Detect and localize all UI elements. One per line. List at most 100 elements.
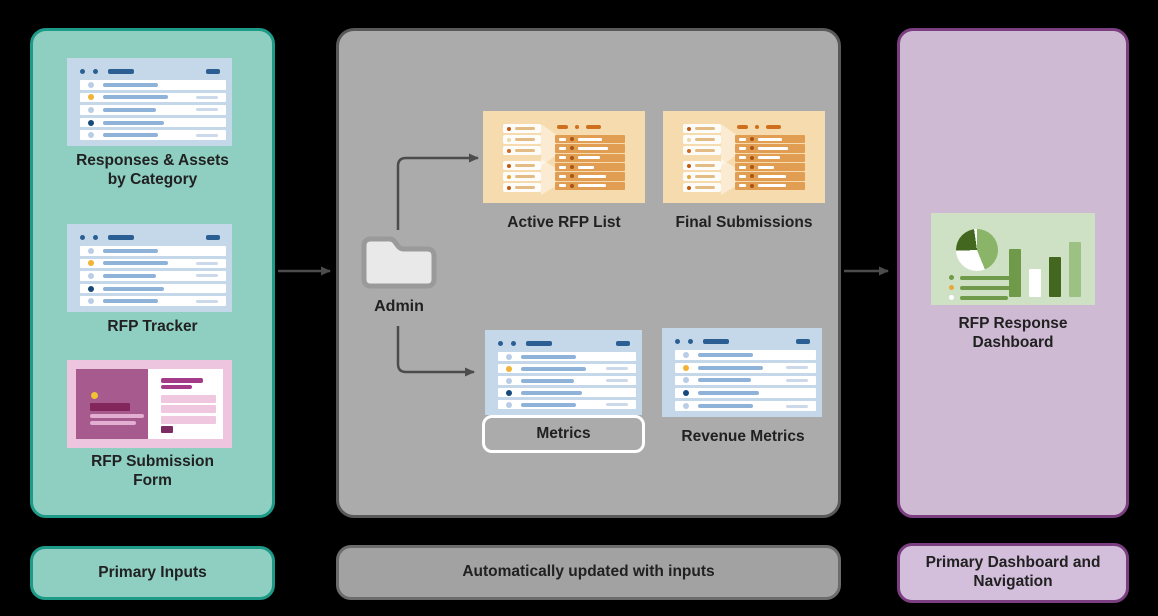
cell-line <box>758 165 774 169</box>
card-pill <box>503 146 541 155</box>
list-document-thumbnail <box>662 328 822 417</box>
automation-pill: Automatically updated with inputs <box>336 545 841 600</box>
cell-line <box>578 137 602 141</box>
table-row <box>555 144 625 153</box>
cell-dash <box>559 184 566 188</box>
table-row <box>555 181 625 190</box>
connector-beam <box>721 124 736 166</box>
list-row <box>80 117 226 128</box>
pill-dot <box>687 163 691 168</box>
primary-inputs-pill: Primary Inputs <box>30 546 275 600</box>
metrics-highlight-box: Metrics <box>482 415 645 453</box>
rfp-tracker-thumbnail-slot <box>67 224 232 312</box>
cell-dash <box>559 137 566 141</box>
row-right-dash <box>606 367 628 370</box>
row-dot <box>683 364 689 371</box>
row-dot <box>88 132 94 139</box>
legend-row <box>949 295 1015 300</box>
pie-chart-icon <box>956 229 998 271</box>
list-document-thumbnail <box>67 58 232 146</box>
table <box>555 135 625 190</box>
list-row <box>80 283 226 294</box>
responses-assets-thumbnail-slot <box>67 58 232 146</box>
row-dot <box>88 106 94 113</box>
cell-line <box>758 146 788 150</box>
row-right-dash <box>786 404 808 408</box>
row-line <box>521 402 576 407</box>
cell-line <box>578 156 600 160</box>
row-line <box>521 366 586 371</box>
table-row <box>555 172 625 181</box>
pill-dot <box>687 174 691 179</box>
row-line <box>103 261 168 266</box>
active-rfp-list-label: Active RFP List <box>507 214 621 231</box>
bar <box>1029 269 1041 297</box>
admin-folder-label: Admin <box>374 298 424 315</box>
cell-dot <box>750 174 754 179</box>
toolbar-dot <box>511 340 516 346</box>
cell-line <box>758 174 786 178</box>
pill-line <box>515 186 535 189</box>
responses-assets-label: Responses & Assets by Category <box>76 152 229 189</box>
table-row <box>735 172 805 181</box>
chart-legend <box>949 275 1015 300</box>
form-line <box>90 413 144 418</box>
rfp-submission-form-label: RFP Submission Form <box>91 453 214 490</box>
row-dot <box>88 119 94 126</box>
row-dot <box>88 272 94 279</box>
pill-line <box>515 175 535 178</box>
list-row <box>498 352 636 361</box>
toolbar-dot <box>80 68 85 74</box>
thumbnail-toolbar <box>675 336 814 346</box>
form-document-thumbnail <box>67 360 232 448</box>
row-line <box>698 378 751 383</box>
list-row <box>675 388 816 399</box>
row-line <box>698 391 759 396</box>
toolbar-right-bar <box>206 68 220 74</box>
row-line <box>103 120 164 125</box>
list-row <box>80 271 226 281</box>
cell-dash <box>739 137 746 141</box>
cell-dash <box>739 184 746 188</box>
cell-line <box>578 165 594 169</box>
row-dot <box>506 401 512 408</box>
primary-inputs-panel: Responses & Assets by Category RFP Track… <box>30 28 275 518</box>
row-line <box>103 133 158 138</box>
pill-line <box>515 164 535 167</box>
cell-dash <box>739 156 746 160</box>
cell-line <box>578 174 606 178</box>
row-right-dash <box>196 299 218 303</box>
row-line <box>103 107 156 112</box>
card-pill <box>683 146 721 155</box>
cell-dash <box>559 174 566 178</box>
rfp-submission-form-thumbnail-slot <box>67 360 232 448</box>
toolbar-dot <box>80 234 85 240</box>
revenue-metrics-thumbnail-slot <box>662 328 822 417</box>
list-row <box>498 364 636 373</box>
toolbar-right-bar <box>616 340 630 346</box>
toolbar-title-bar <box>526 340 552 346</box>
cell-dot <box>570 183 574 188</box>
row-line <box>698 365 763 370</box>
table-row <box>735 144 805 153</box>
row-dot <box>88 81 94 88</box>
row-dot <box>88 285 94 292</box>
row-line <box>103 299 158 304</box>
header-dot <box>575 125 579 129</box>
cell-dash <box>559 146 566 150</box>
row-dot <box>506 353 512 360</box>
row-right-dash <box>196 95 218 99</box>
dashboard-chart-thumbnail <box>931 213 1095 305</box>
cell-dot <box>570 174 574 179</box>
header-dash <box>766 125 781 129</box>
final-submissions-label: Final Submissions <box>675 214 813 231</box>
cell-dash <box>739 146 746 150</box>
row-line <box>698 404 753 409</box>
folder-icon <box>361 236 437 289</box>
cell-dot <box>570 137 574 142</box>
toolbar-dot <box>93 68 98 74</box>
thumbnail-toolbar <box>498 338 634 348</box>
toolbar-dot <box>675 338 680 344</box>
card-pill <box>683 124 721 133</box>
